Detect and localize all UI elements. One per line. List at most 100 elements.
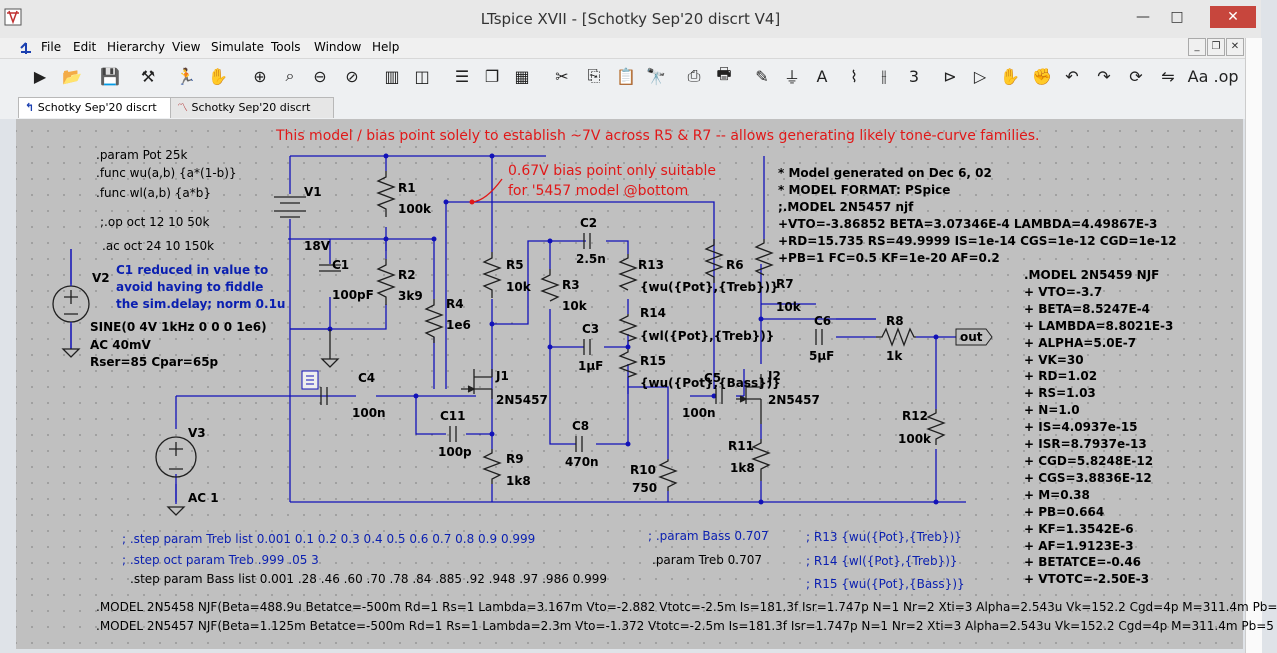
param-bass-comment[interactable]: ; .param Bass 0.707 xyxy=(648,529,769,543)
step-treb-list-comment[interactable]: ; .step param Treb list 0.001 0.1 0.2 0.… xyxy=(122,532,536,546)
minimize-button[interactable]: — xyxy=(1136,9,1150,25)
c8-label[interactable]: C8 xyxy=(572,419,590,433)
resistor-r15[interactable] xyxy=(618,349,638,378)
print-setup-icon[interactable]: ⎙ xyxy=(687,66,701,85)
r4-value[interactable]: 1e6 xyxy=(446,318,471,332)
mdi-restore-button[interactable]: ❐ xyxy=(1207,38,1225,56)
op-directive[interactable]: ;.op oct 12 10 50k xyxy=(100,215,210,229)
c5-label[interactable]: C5 xyxy=(704,371,722,385)
menu-hierarchy[interactable]: Hierarchy xyxy=(107,40,166,54)
spice-directive-icon[interactable] xyxy=(301,370,319,390)
r9-value[interactable]: 1k8 xyxy=(506,474,531,488)
component-icon[interactable]: ▷ xyxy=(973,66,987,86)
resistor-icon[interactable]: ⌇ xyxy=(850,66,858,86)
resistor-r2[interactable] xyxy=(376,259,396,305)
c3-value[interactable]: 1µF xyxy=(578,359,604,373)
resistor-r6[interactable] xyxy=(704,239,724,283)
r7-value[interactable]: 10k xyxy=(776,300,801,314)
r3-value[interactable]: 10k xyxy=(562,299,587,313)
resistor-r5[interactable] xyxy=(482,252,502,298)
document-icon[interactable] xyxy=(18,40,34,56)
menu-file[interactable]: File xyxy=(41,40,62,54)
v3-ac-value[interactable]: AC 1 xyxy=(188,491,219,505)
c1-note-line-2[interactable]: avoid having to fiddle xyxy=(116,280,264,294)
capacitor-c1[interactable] xyxy=(319,264,341,272)
ltspice-app-icon[interactable] xyxy=(4,8,22,26)
r1-label[interactable]: R1 xyxy=(398,181,416,195)
fft-icon[interactable]: ◫ xyxy=(414,66,430,86)
tab-waveform[interactable]: 〽 Schotky Sep'20 discrt V4 xyxy=(170,97,334,134)
c6-value[interactable]: 5µF xyxy=(809,349,835,363)
maximize-button[interactable]: □ xyxy=(1170,9,1184,25)
c6-label[interactable]: C6 xyxy=(814,314,832,328)
out-label[interactable]: out xyxy=(960,330,983,344)
find-icon[interactable]: 🔭 xyxy=(646,66,666,86)
r11-label[interactable]: R11 xyxy=(728,439,754,453)
run-icon[interactable]: ▶ xyxy=(33,66,47,86)
r5-value[interactable]: 10k xyxy=(506,280,531,294)
voltage-source-v3[interactable] xyxy=(155,436,197,478)
move-hand-icon[interactable]: ✋ xyxy=(1000,66,1020,86)
mirror-icon[interactable]: ⇋ xyxy=(1161,66,1175,86)
menu-edit[interactable]: Edit xyxy=(73,40,97,54)
mdi-minimize-button[interactable]: _ xyxy=(1188,38,1206,56)
func-wu-directive[interactable]: .func wu(a,b) {a*(1-b)} xyxy=(96,166,237,180)
zoom-cancel-icon[interactable]: ⊘ xyxy=(345,66,359,86)
step-treb-oct-comment[interactable]: ; .step oct param Treb .999 .05 3 xyxy=(122,553,319,567)
model-a-line-1[interactable]: * MODEL FORMAT: PSpice xyxy=(778,183,951,197)
resistor-r13[interactable] xyxy=(618,254,638,291)
zoom-area-icon[interactable]: ⌕ xyxy=(285,66,295,85)
capacitor-c8[interactable] xyxy=(575,436,583,452)
v2-label[interactable]: V2 xyxy=(92,271,110,285)
model-2n5458-directive[interactable]: .MODEL 2N5458 NJF(Beta=488.9u Betatce=-5… xyxy=(96,600,1277,614)
c2-label[interactable]: C2 xyxy=(580,216,598,230)
r15-value[interactable]: {wu({Pot},{Bass})} xyxy=(640,376,781,390)
rotate-icon[interactable]: ⟳ xyxy=(1129,66,1143,86)
r10-label[interactable]: R10 xyxy=(630,463,656,477)
r2-value[interactable]: 3k9 xyxy=(398,289,423,303)
r13-label[interactable]: R13 xyxy=(638,258,664,272)
resistor-r4[interactable] xyxy=(424,299,444,343)
func-wl-directive[interactable]: .func wl(a,b) {a*b} xyxy=(96,186,212,200)
v2-rser-value[interactable]: Rser=85 Cpar=65p xyxy=(90,355,219,369)
r2-label[interactable]: R2 xyxy=(398,268,416,282)
jfet-j1[interactable] xyxy=(461,369,493,399)
r8-value[interactable]: 1k xyxy=(886,349,903,363)
model-2n5459-block[interactable]: .MODEL 2N5459 NJF+ VTO=-3.7+ BETA=8.5247… xyxy=(1024,267,1173,588)
zoom-in-icon[interactable]: ⊕ xyxy=(253,66,267,86)
capacitor-c4[interactable] xyxy=(318,204,328,405)
diode-icon[interactable]: ⊳ xyxy=(943,66,957,86)
resistor-r14[interactable] xyxy=(618,314,638,342)
inductor-icon[interactable]: 3 xyxy=(908,66,920,86)
copy-icon[interactable]: ⎘ xyxy=(587,66,601,85)
schematic-canvas[interactable]: This model / bias point solely to establ… xyxy=(16,119,1277,649)
cascade-icon[interactable]: ❐ xyxy=(484,66,500,86)
model-a-line-5[interactable]: +PB=1 FC=0.5 KF=1e-20 AF=0.2 xyxy=(778,251,1000,265)
menu-help[interactable]: Help xyxy=(372,40,400,54)
param-pot-directive[interactable]: .param Pot 25k xyxy=(96,148,188,162)
capacitor-c11[interactable] xyxy=(449,426,457,442)
r15-comment[interactable]: ; R15 {wu({Pot},{Bass})} xyxy=(806,577,965,591)
r14-comment[interactable]: ; R14 {wl({Pot},{Treb})} xyxy=(806,554,958,568)
r1-value[interactable]: 100k xyxy=(398,202,432,216)
j1-label[interactable]: J1 xyxy=(496,369,509,383)
r4-label[interactable]: R4 xyxy=(446,297,464,311)
c1-note-line-1[interactable]: C1 reduced in value to xyxy=(116,263,269,277)
v2-ac-value[interactable]: AC 40mV xyxy=(90,338,151,352)
battery-v1[interactable] xyxy=(274,196,306,218)
ac-directive[interactable]: .ac oct 24 10 150k xyxy=(102,239,215,253)
bias-note-line-1[interactable]: 0.67V bias point only suitable xyxy=(508,163,717,179)
c1-label[interactable]: C1 xyxy=(332,258,350,272)
resistor-r11[interactable] xyxy=(751,439,771,481)
j2-value[interactable]: 2N5457 xyxy=(768,393,820,407)
r15-label[interactable]: R15 xyxy=(640,354,666,368)
model-a-line-3[interactable]: +VTO=-3.86852 BETA=3.07346E-4 LAMBDA=4.4… xyxy=(778,217,1158,231)
headline-comment[interactable]: This model / bias point solely to establ… xyxy=(276,128,1040,144)
c5-value[interactable]: 100n xyxy=(682,406,716,420)
r9-label[interactable]: R9 xyxy=(506,452,524,466)
drag-hand-icon[interactable]: ✊ xyxy=(1032,66,1052,86)
c1-note-line-3[interactable]: the sim.delay; norm 0.1u xyxy=(116,297,286,311)
menu-tools[interactable]: Tools xyxy=(271,40,301,54)
j2-label[interactable]: J2 xyxy=(768,369,781,383)
r10-value[interactable]: 750 xyxy=(632,481,658,495)
